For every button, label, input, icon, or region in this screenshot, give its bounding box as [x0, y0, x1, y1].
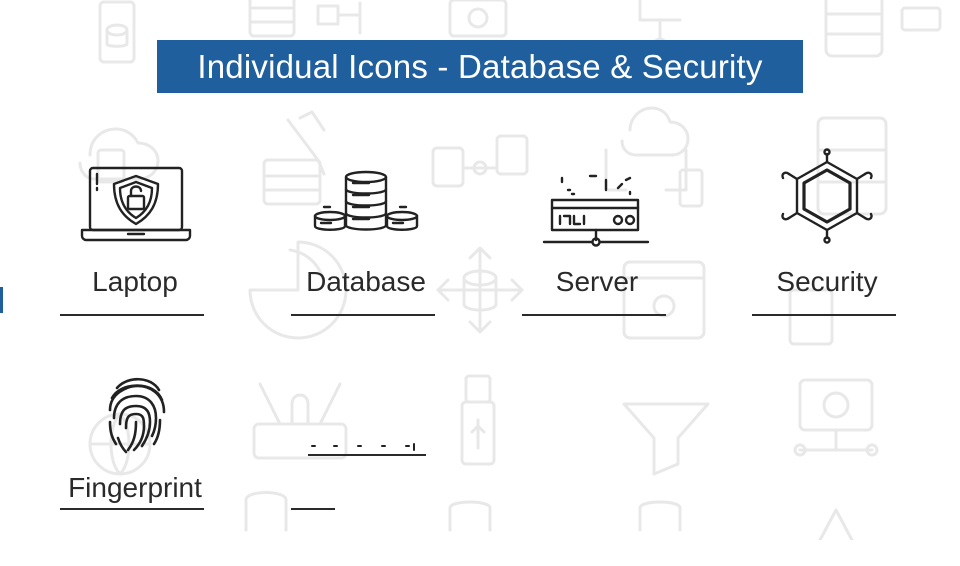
icon-card-security: Security [752, 148, 902, 360]
partial-underline-bottom [291, 508, 335, 510]
icon-label-security: Security [776, 266, 878, 297]
partial-icon-dashes [311, 443, 415, 451]
icon-label-server: Server [555, 266, 639, 297]
hexagon-security-icon [781, 148, 873, 244]
icon-card-laptop: Laptop [60, 160, 210, 360]
fingerprint-icon [108, 377, 166, 454]
label-underline-server [522, 314, 666, 316]
page-title: Individual Icons - Database & Security [197, 47, 763, 85]
background-icon-pattern [78, 0, 942, 540]
icon-card-server: Server [522, 160, 672, 360]
icon-label-laptop: Laptop [92, 266, 178, 297]
partial-underline-top [308, 454, 426, 456]
label-underline-database [291, 314, 435, 316]
left-edge-accent [0, 287, 3, 313]
label-underline-security [752, 314, 896, 316]
server-network-icon [542, 174, 650, 247]
title-banner: Individual Icons - Database & Security [157, 40, 803, 93]
label-underline-laptop [60, 314, 204, 316]
icon-label-database: Database [306, 266, 426, 297]
database-stack-icon [313, 170, 419, 231]
label-underline-fingerprint [60, 508, 204, 510]
laptop-shield-icon [80, 166, 192, 242]
icon-label-fingerprint: Fingerprint [68, 472, 202, 503]
icon-card-database: Database [291, 160, 441, 360]
icon-card-fingerprint: Fingerprint [60, 366, 210, 566]
